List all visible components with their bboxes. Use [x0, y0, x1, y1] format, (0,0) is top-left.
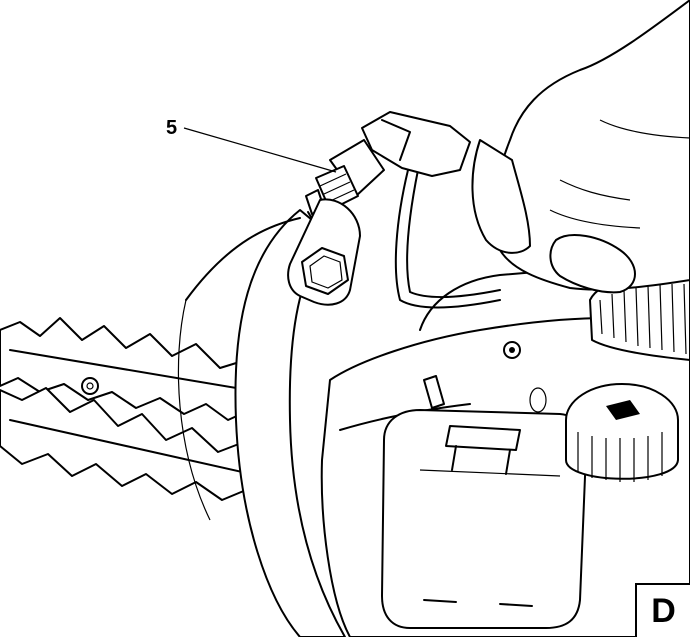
- panel-letter: D: [635, 583, 690, 637]
- ignition-lead: [394, 169, 501, 309]
- plug-spanner: [287, 198, 361, 306]
- hand: [471, 0, 690, 294]
- callout-number: 5: [166, 117, 178, 139]
- engine-housing: [320, 269, 690, 638]
- trimmer-blade: [0, 317, 271, 501]
- fuel-tank: [381, 409, 588, 629]
- spark-plug-boot: [329, 111, 471, 197]
- callout-leader-line: [183, 127, 337, 173]
- blade-bolt: [81, 377, 99, 395]
- fuel-symbol-icon: [606, 400, 640, 420]
